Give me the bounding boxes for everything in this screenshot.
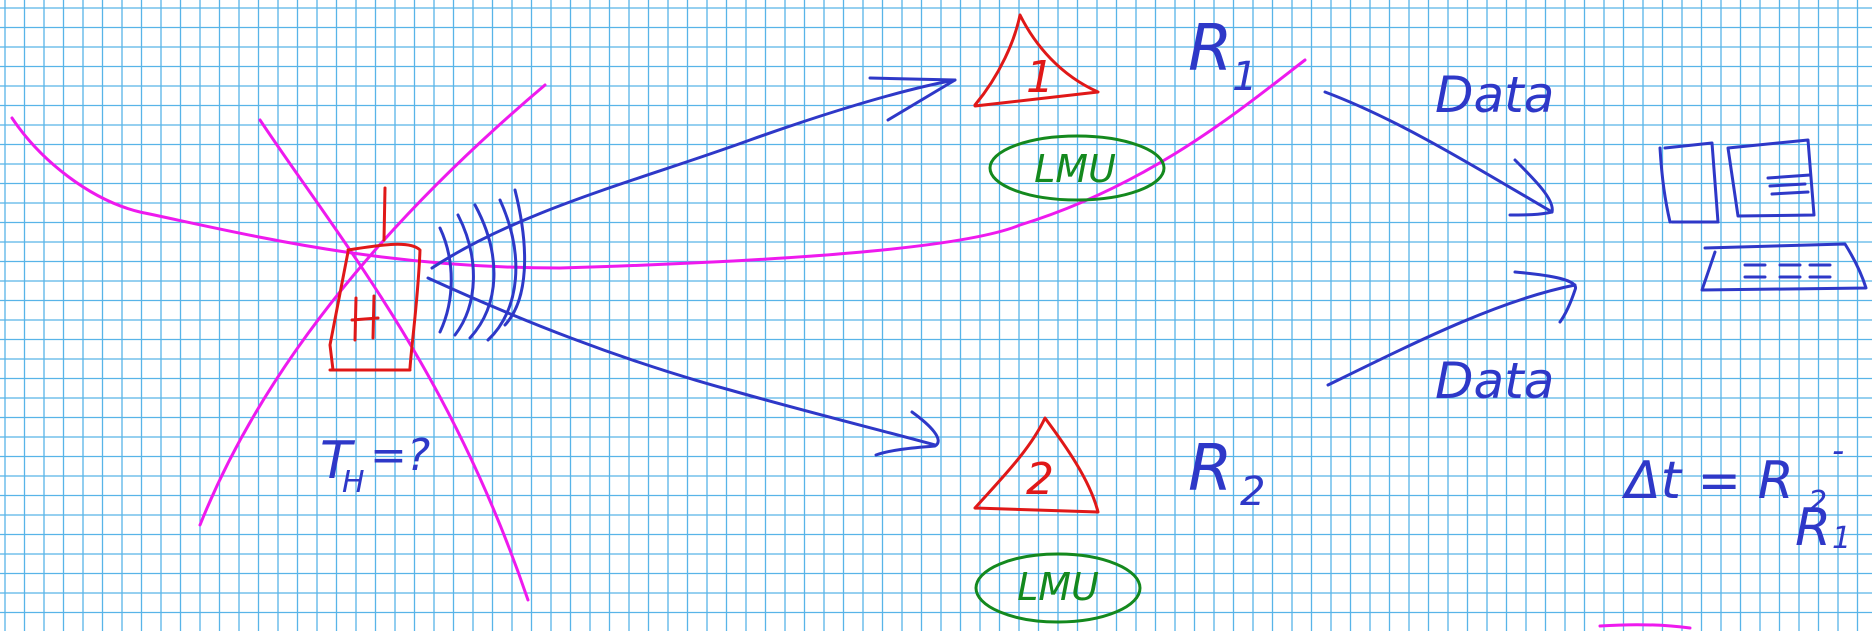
delta-sub-2: 2 [1808,485,1827,520]
house-transmitter [328,186,422,372]
radio-waves-icon [438,188,527,342]
computer-keyboard [1700,242,1868,292]
computer-screen-lines [1766,173,1812,196]
house-right-wall [346,242,422,370]
arrowhead-receiver-2 [874,410,940,457]
magenta-curve-falling [258,118,530,602]
computer-keys [1743,263,1832,279]
arrowhead-data-top [1508,158,1554,217]
receiver-1-module-label: LMU [1034,147,1116,191]
arrow-data-bottom [1326,283,1577,387]
r2-letter: R [1188,432,1232,506]
temperature-question: T H =? [320,430,430,500]
arrow-to-receiver-1 [430,78,957,270]
triangle-antenna-icon [973,13,1100,108]
signal-arrows [426,76,1577,457]
magenta-curve-rising [198,83,547,527]
receiver-2-module-ellipse [974,552,1142,624]
house-letter-h [350,294,380,342]
r1-letter: R [1188,12,1232,86]
computer-icon [1658,138,1868,292]
r1-subscript: 1 [1232,54,1257,100]
receiver-1-number: 1 [1026,52,1054,103]
computer-monitor [1726,138,1816,218]
delta-sub-1: 1 [1832,521,1851,556]
range-labels: R 1 R 2 [1188,12,1265,515]
arrowhead-data-bottom [1513,270,1577,324]
delta-r1: R [1795,498,1831,558]
receiver-2-module-label: LMU [1017,565,1099,609]
magenta-curves [10,58,1307,602]
receiver-2-number: 2 [1026,454,1054,505]
house-antenna [382,186,387,242]
triangle-antenna-icon [973,416,1100,514]
arrowhead-receiver-1 [868,76,957,122]
house-left-wall [328,250,350,372]
r2-subscript: 2 [1240,469,1265,515]
receiver-2: 2 LMU [973,416,1142,624]
magenta-curve-long [10,58,1307,270]
receiver-1: 1 LMU [973,13,1166,202]
magenta-corner-mark [1598,623,1692,630]
computer-tower [1663,141,1720,224]
data-label-bottom: Data [1435,352,1554,410]
receiver-1-module-ellipse [988,134,1166,202]
delta-formula: Δt = R 2 - R 1 [1621,431,1851,558]
temperature-letter: T [320,431,356,491]
temperature-equals-question: =? [370,430,430,481]
delta-minus: - [1832,431,1844,471]
arrow-to-receiver-2 [426,276,937,447]
arrow-data-top [1323,90,1554,214]
computer-tower-left [1658,146,1672,224]
temperature-subscript: H [342,465,365,500]
delta-formula-main: Δt = R [1621,451,1794,511]
data-label-top: Data [1435,66,1554,124]
